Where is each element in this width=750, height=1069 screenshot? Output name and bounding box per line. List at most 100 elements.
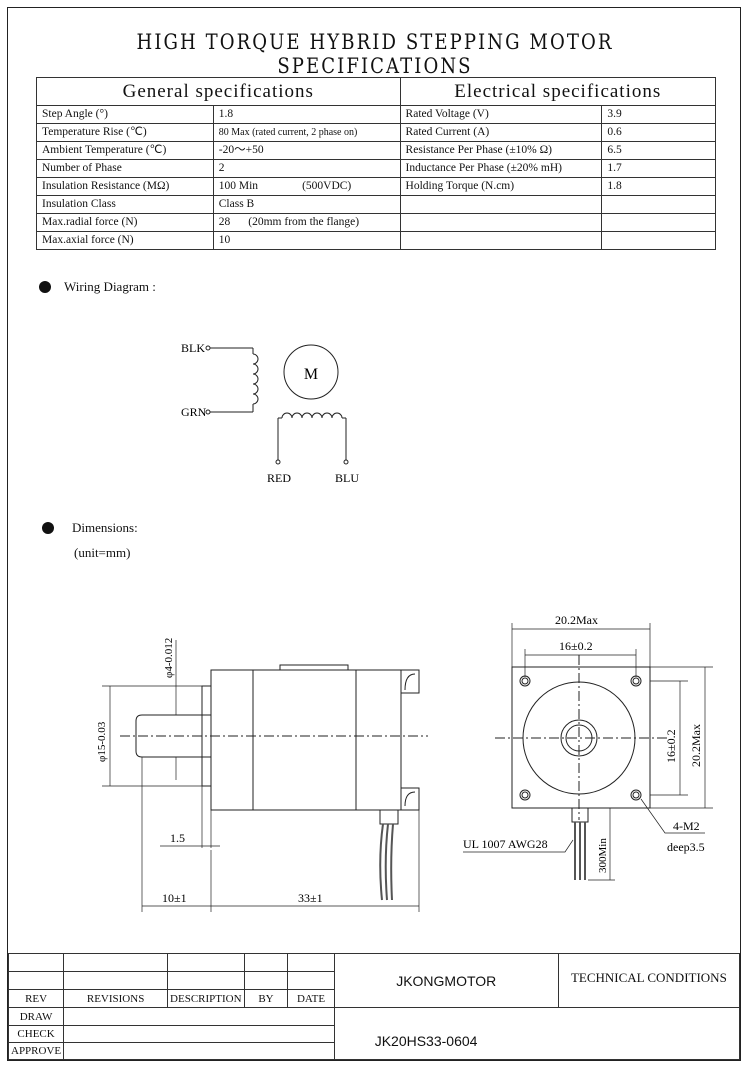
drawing-frame — [7, 7, 741, 1061]
general-value: Class B — [212, 195, 401, 214]
dim-height-max: 20.2Max — [689, 724, 703, 767]
dim-lead-len: 300Min — [597, 838, 609, 873]
general-value-text: 10 — [218, 234, 231, 246]
general-value: 80 Max (rated current, 2 phase on) — [212, 123, 401, 142]
electrical-label — [399, 231, 603, 250]
general-value: 10 — [212, 231, 401, 250]
electrical-label-text: Inductance Per Phase (±20% mH) — [405, 162, 562, 174]
col-by: BY — [243, 989, 289, 1009]
wiring-diagram: BLK GRN M RED BLU — [181, 341, 359, 485]
electrical-label: Rated Current (A) — [399, 123, 603, 142]
company-name: JKONGMOTOR — [333, 952, 559, 1009]
dim-holes: 4-M2 — [673, 819, 700, 833]
wire-label-red: RED — [267, 471, 291, 485]
wire-label-blk: BLK — [181, 341, 205, 355]
dimensions-bullet — [42, 522, 54, 534]
electrical-value — [601, 195, 716, 214]
general-label: Ambient Temperature (℃) — [36, 141, 214, 160]
title-block: JKONGMOTOR TECHNICAL CONDITIONS REV REVI… — [7, 952, 741, 1061]
spec-row: Insulation Resistance (MΩ)100 Min(500VDC… — [36, 177, 716, 196]
spec-row: Number of Phase 2 Inductance Per Phase (±2… — [36, 159, 716, 178]
general-label: Max.axial force (N) — [36, 231, 214, 250]
electrical-value: 1.7 — [601, 159, 716, 178]
electrical-label: Inductance Per Phase (±20% mH) — [399, 159, 603, 178]
electrical-label: Holding Torque (N.cm) — [399, 177, 603, 196]
col-date: DATE — [287, 989, 335, 1009]
general-value-text: 1.8 — [218, 108, 234, 120]
motor-symbol — [283, 344, 339, 400]
dim-pilot-dia: φ15-0.03 — [96, 721, 108, 762]
wiring-heading: Wiring Diagram : — [64, 279, 156, 294]
general-label-text: Insulation Class — [42, 198, 116, 210]
general-label-text: Step Angle (°) — [42, 108, 108, 120]
general-value: -20～+50 — [212, 141, 401, 160]
general-value-text: 80 Max (rated current, 2 phase on) — [218, 127, 358, 138]
col-revisions: REVISIONS — [63, 989, 169, 1009]
general-label: Number of Phase — [36, 159, 214, 178]
row-draw: DRAW — [7, 1007, 65, 1026]
electrical-label-text: Rated Current (A) — [405, 126, 490, 138]
general-label: Insulation Class — [36, 195, 214, 214]
electrical-value: 6.5 — [601, 141, 716, 160]
wire-label-grn: GRN — [181, 405, 207, 419]
electrical-value-text: 1.8 — [607, 180, 622, 192]
general-value: 1.8 — [212, 105, 401, 124]
electrical-value: 3.9 — [601, 105, 716, 124]
general-value-text: -20～+50 — [218, 144, 264, 156]
dim-hole-spacing-v: 16±0.2 — [664, 729, 678, 763]
general-value-text: Class B — [218, 198, 255, 210]
dim-cable: UL 1007 AWG28 — [463, 837, 548, 851]
motor-label: M — [304, 366, 318, 383]
general-value: 28 (20mm from the flange) — [212, 213, 401, 232]
row-approve: APPROVE — [7, 1041, 65, 1061]
general-label-text: Ambient Temperature (℃) — [42, 144, 167, 156]
dim-flange-thk: 1.5 — [170, 831, 185, 845]
electrical-value-text: 1.7 — [607, 162, 622, 174]
electrical-label — [399, 213, 603, 232]
general-value: 2 — [212, 159, 401, 178]
general-value-text: 2 — [218, 162, 225, 174]
general-value-extra: (20mm from the flange) — [248, 216, 360, 228]
general-label-text: Max.radial force (N) — [42, 216, 138, 228]
general-label-text: Number of Phase — [42, 162, 122, 174]
spec-row: Insulation Class Class B — [36, 195, 716, 214]
electrical-value-text: 6.5 — [607, 144, 622, 156]
electrical-label-text: Holding Torque (N.cm) — [405, 180, 515, 192]
general-label-text: Insulation Resistance (MΩ) — [42, 180, 170, 192]
wiring-bullet — [39, 281, 51, 293]
dim-hole-spacing: 16±0.2 — [559, 639, 593, 653]
dim-pilot-len: 10±1 — [162, 891, 187, 905]
dimensions-heading: Dimensions: — [72, 520, 138, 535]
electrical-value — [601, 231, 716, 250]
dimensions-unit: (unit=mm) — [74, 545, 131, 560]
row-check: CHECK — [7, 1024, 65, 1043]
dim-shaft-dia: φ4-0.012 — [163, 638, 175, 678]
wire-label-blu: BLU — [335, 471, 359, 485]
spec-table: General specifications Electrical specif… — [36, 77, 717, 250]
general-label: Temperature Rise (℃) — [36, 123, 214, 142]
electrical-spec-header: Electrical specifications — [399, 77, 717, 106]
electrical-label — [399, 195, 603, 214]
general-label: Insulation Resistance (MΩ) — [36, 177, 214, 196]
page-title: HIGH TORQUE HYBRID STEPPING MOTOR SPECIF… — [136, 30, 614, 78]
general-label: Step Angle (°) — [36, 105, 214, 124]
spec-row: Ambient Temperature (℃) -20～+50 Resistance… — [36, 141, 716, 160]
electrical-value: 1.8 — [601, 177, 716, 196]
spec-row: Temperature Rise (℃) 80 Max (rated curren… — [36, 123, 716, 142]
general-value-text: 28 — [218, 216, 231, 228]
electrical-label: Resistance Per Phase (±10% Ω) — [399, 141, 603, 160]
col-description: DESCRIPTION — [167, 989, 245, 1009]
electrical-value-text: 0.6 — [607, 126, 622, 138]
general-label-text: Temperature Rise (℃) — [42, 126, 147, 138]
general-value-text: 100 Min — [218, 180, 259, 192]
dim-body-len: 33±1 — [298, 891, 323, 905]
electrical-value-text: 3.9 — [607, 108, 622, 120]
spec-row: Step Angle (°) 1.8 Rated Voltage (V) 3.9 — [36, 105, 716, 124]
dim-depth: deep3.5 — [667, 840, 705, 854]
motor-side-view: φ4-0.012 φ15-0.03 1.5 10±1 33±1 — [96, 638, 428, 912]
electrical-label-text: Rated Voltage (V) — [405, 108, 489, 120]
general-label: Max.radial force (N) — [36, 213, 214, 232]
electrical-label-text: Resistance Per Phase (±10% Ω) — [405, 144, 552, 156]
electrical-value: 0.6 — [601, 123, 716, 142]
model-number: JK20HS33-0604 — [333, 1007, 741, 1060]
